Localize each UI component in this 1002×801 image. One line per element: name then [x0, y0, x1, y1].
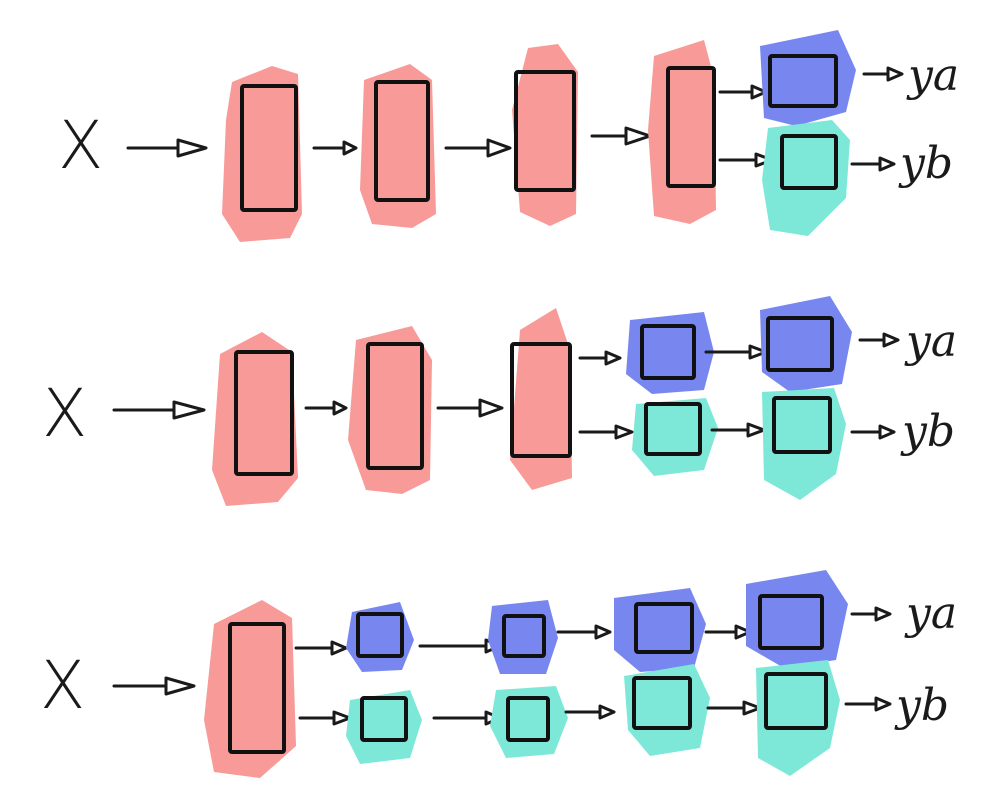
task-a-layer — [760, 296, 852, 392]
shared-layer — [512, 44, 578, 226]
task-a-highlight — [488, 600, 558, 674]
output-label-ya: ya — [904, 316, 957, 367]
shared-layer — [204, 600, 296, 778]
shared-layer — [360, 64, 436, 228]
arrow-head — [748, 344, 768, 360]
output-label-yb: yb — [898, 138, 953, 189]
arrow-head — [598, 704, 616, 720]
row-2: X ya — [42, 296, 957, 506]
output-label-yb: yb — [900, 406, 955, 457]
task-b-highlight — [346, 690, 422, 764]
arrow-head — [878, 424, 896, 440]
arrow-head — [604, 350, 622, 366]
layer-box — [632, 676, 692, 730]
task-a-layer — [760, 30, 856, 126]
arrow-head — [742, 700, 762, 716]
row-1: X ya — [58, 30, 959, 242]
layer-box — [502, 614, 546, 658]
shared-layer-highlight — [648, 40, 716, 224]
arrow-head — [332, 710, 352, 726]
task-b-layer — [762, 388, 846, 500]
task-a-layer — [346, 602, 414, 672]
shared-layer-highlight — [360, 64, 436, 228]
arrow-head — [478, 398, 504, 418]
task-b-highlight — [632, 398, 718, 476]
task-b-layer — [756, 660, 840, 776]
shared-layer — [348, 326, 432, 494]
layer-box — [510, 342, 572, 458]
shared-layer — [212, 332, 298, 506]
task-b-highlight — [762, 388, 846, 500]
arrow-head — [176, 138, 208, 158]
layer-box — [360, 696, 408, 742]
layer-box — [356, 612, 404, 658]
layer-box — [640, 324, 696, 380]
layer-box — [772, 396, 832, 454]
layer-box — [644, 402, 702, 456]
task-b-highlight — [756, 660, 840, 776]
arrow-head — [614, 424, 634, 440]
arrow-head — [172, 400, 206, 420]
shared-layer-highlight — [222, 66, 302, 242]
task-b-layer — [762, 120, 850, 236]
arrow-head — [594, 624, 612, 640]
task-a-highlight — [760, 30, 856, 126]
task-b-layer — [346, 690, 422, 764]
task-b-layer — [624, 664, 710, 756]
arrow-head — [164, 676, 196, 696]
shared-layer-highlight — [204, 600, 296, 778]
layer-box — [240, 84, 298, 212]
arrow-head — [734, 624, 752, 640]
arrow-head — [886, 66, 904, 82]
layer-box — [506, 696, 550, 742]
arrow-head — [342, 140, 358, 156]
layer-box — [366, 342, 424, 470]
shared-layer — [510, 308, 572, 490]
layer-box — [234, 350, 294, 476]
arrow-head — [624, 126, 652, 146]
output-label-yb: yb — [894, 680, 949, 731]
arrow-head — [878, 156, 896, 172]
input-label-x: X — [40, 647, 85, 724]
layer-box — [228, 622, 286, 754]
layer-box — [666, 66, 716, 188]
arrow-head — [750, 84, 768, 100]
arrow-head — [882, 332, 900, 348]
layer-box — [374, 80, 430, 202]
task-b-layer — [632, 398, 718, 476]
layer-box — [768, 54, 838, 108]
task-a-layer — [488, 600, 558, 674]
input-label-x: X — [42, 375, 87, 452]
task-a-layer — [746, 570, 848, 668]
shared-layer-highlight — [212, 332, 298, 506]
input-label-x: X — [58, 107, 103, 184]
arrow-head — [486, 138, 512, 158]
task-a-layer — [626, 312, 714, 394]
arrow-head — [746, 422, 766, 438]
layer-box — [764, 672, 828, 730]
layer-box — [634, 602, 694, 654]
arrow-head — [330, 640, 348, 656]
task-a-layer — [614, 588, 706, 672]
arrow-head — [874, 606, 892, 622]
arrow-head — [332, 400, 348, 416]
shared-layer — [222, 66, 302, 242]
shared-layer-highlight — [512, 44, 578, 226]
layer-box — [766, 316, 834, 372]
output-label-ya: ya — [904, 588, 957, 639]
shared-layer — [648, 40, 716, 224]
layer-box — [514, 70, 576, 192]
output-label-ya: ya — [906, 50, 959, 101]
arrow-head — [874, 696, 892, 712]
task-b-layer — [490, 686, 568, 758]
task-a-highlight — [760, 296, 852, 392]
layer-box — [780, 134, 838, 190]
shared-layer-highlight — [510, 308, 572, 490]
layer-box — [758, 594, 824, 650]
row-3: X ya — [40, 570, 957, 778]
